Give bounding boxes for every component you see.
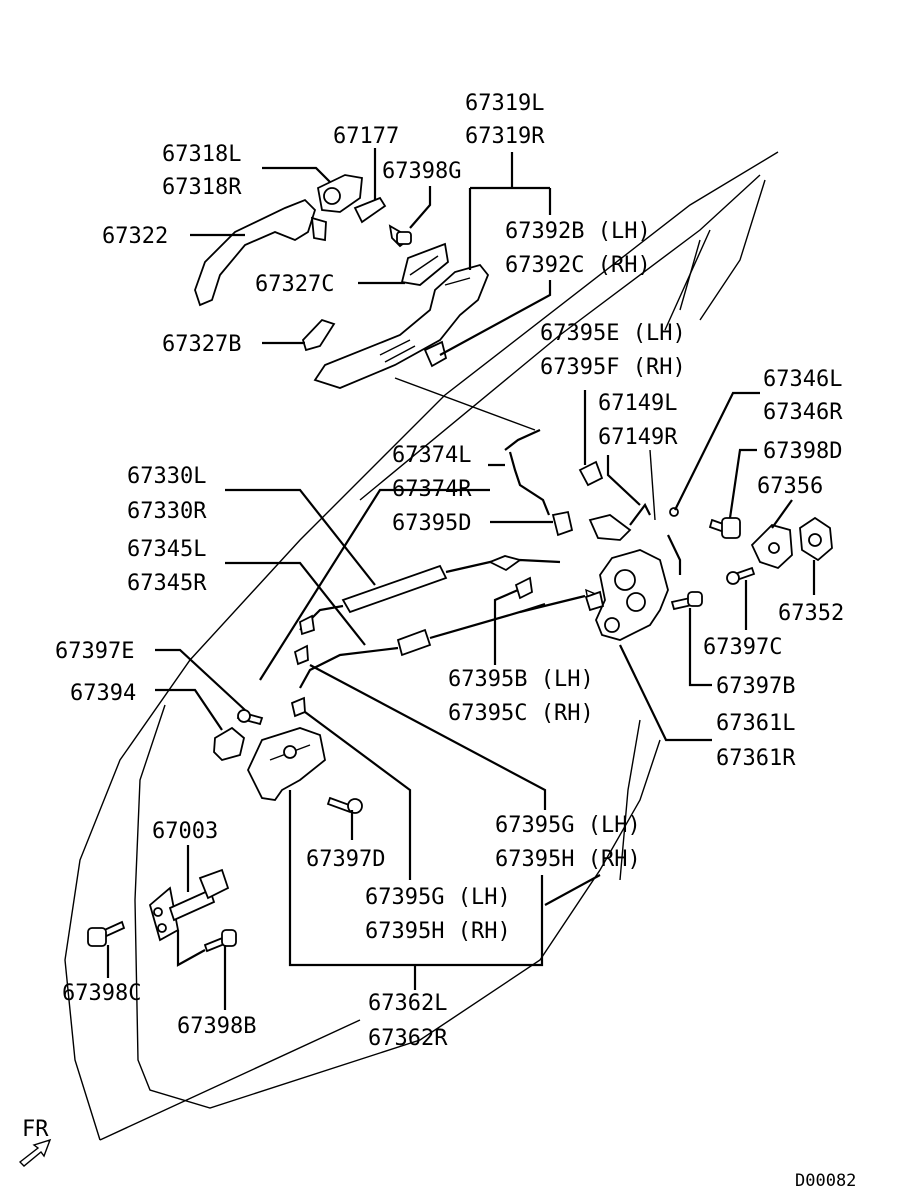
key-cylinder-cover (353, 196, 387, 224)
part-label: 67356 (757, 474, 823, 499)
front-direction-arrow-icon (18, 1138, 52, 1167)
part-label: 67319R (465, 124, 545, 149)
part-label: 67362L (368, 991, 447, 1016)
front-label: FR (22, 1117, 49, 1142)
diagram-code: D00082 (795, 1171, 856, 1187)
part-label: 67395C (RH) (448, 701, 594, 726)
bolt-icon (87, 920, 126, 947)
part-label: 67398C (62, 981, 141, 1006)
part-label: 67327C (255, 272, 334, 297)
part-label: 67327B (162, 332, 241, 357)
part-label: 67345L (127, 537, 206, 562)
part-label: 67346R (763, 400, 843, 425)
outside-handle-group (194, 174, 490, 389)
screw-icon (236, 709, 264, 726)
part-label: 67395H (RH) (365, 919, 511, 944)
bolt-icon (203, 929, 237, 953)
part-label: 67395B (LH) (448, 667, 594, 692)
part-label: 67374R (392, 477, 472, 502)
part-label: 67395H (RH) (495, 847, 641, 872)
part-label: 67397D (306, 847, 385, 872)
part-label: 67330L (127, 464, 206, 489)
part-label: 67352 (778, 601, 844, 626)
leader-lines (106, 148, 816, 1010)
lock-lever (588, 514, 632, 541)
door-latch-assembly (584, 549, 669, 641)
part-label: 67398G (382, 159, 461, 184)
part-label: 67319L (465, 91, 544, 116)
part-label: 67392B (LH) (505, 219, 651, 244)
screw-icon (708, 517, 741, 539)
part-label: 67395F (RH) (540, 355, 686, 380)
part-label: 67362R (368, 1026, 448, 1051)
part-label: 67398B (177, 1014, 256, 1039)
part-label: 67322 (102, 224, 168, 249)
part-label: 67330R (127, 499, 207, 524)
cable-clip (514, 576, 533, 600)
part-labels: 67319L 67319R 67177 67318L 67318R 67398G… (55, 91, 856, 1191)
screw-icon (726, 566, 756, 585)
screw-icon (326, 796, 363, 814)
lock-rod (504, 428, 551, 516)
part-label: 67397C (703, 635, 782, 660)
door-outline (64, 151, 779, 1141)
outside-handle (194, 198, 317, 307)
part-label: 67374L (392, 443, 471, 468)
cable-assembly (299, 555, 586, 689)
part-label: 67395G (LH) (365, 885, 511, 910)
part-label: 67397B (716, 674, 795, 699)
part-label: 67395D (392, 511, 471, 536)
screw-icon (388, 224, 412, 248)
part-label: 67318L (162, 142, 241, 167)
part-label: 67003 (152, 819, 218, 844)
part-label: 67177 (333, 124, 399, 149)
handle-bushing (213, 726, 246, 762)
part-label: 67345R (127, 571, 207, 596)
inside-handle (247, 727, 326, 801)
part-label: 67394 (70, 681, 136, 706)
part-label: 67361R (716, 746, 796, 771)
rod-holder (551, 510, 574, 537)
rod-clip (578, 460, 604, 487)
part-label: 67395E (LH) (540, 321, 686, 346)
part-label: 67395G (LH) (495, 813, 641, 838)
part-label: 67318R (162, 175, 242, 200)
part-label: 67397E (55, 639, 134, 664)
handle-frame (313, 263, 490, 389)
part-label: 67346L (763, 367, 842, 392)
part-label: 67361L (716, 711, 795, 736)
part-label: 67149R (598, 425, 678, 450)
door-check (148, 868, 230, 942)
screw-icon (670, 591, 703, 611)
part-label: 67398D (763, 439, 842, 464)
part-label: 67392C (RH) (505, 253, 651, 278)
handle-gasket-rear (301, 318, 336, 352)
part-label: 67149L (598, 391, 677, 416)
